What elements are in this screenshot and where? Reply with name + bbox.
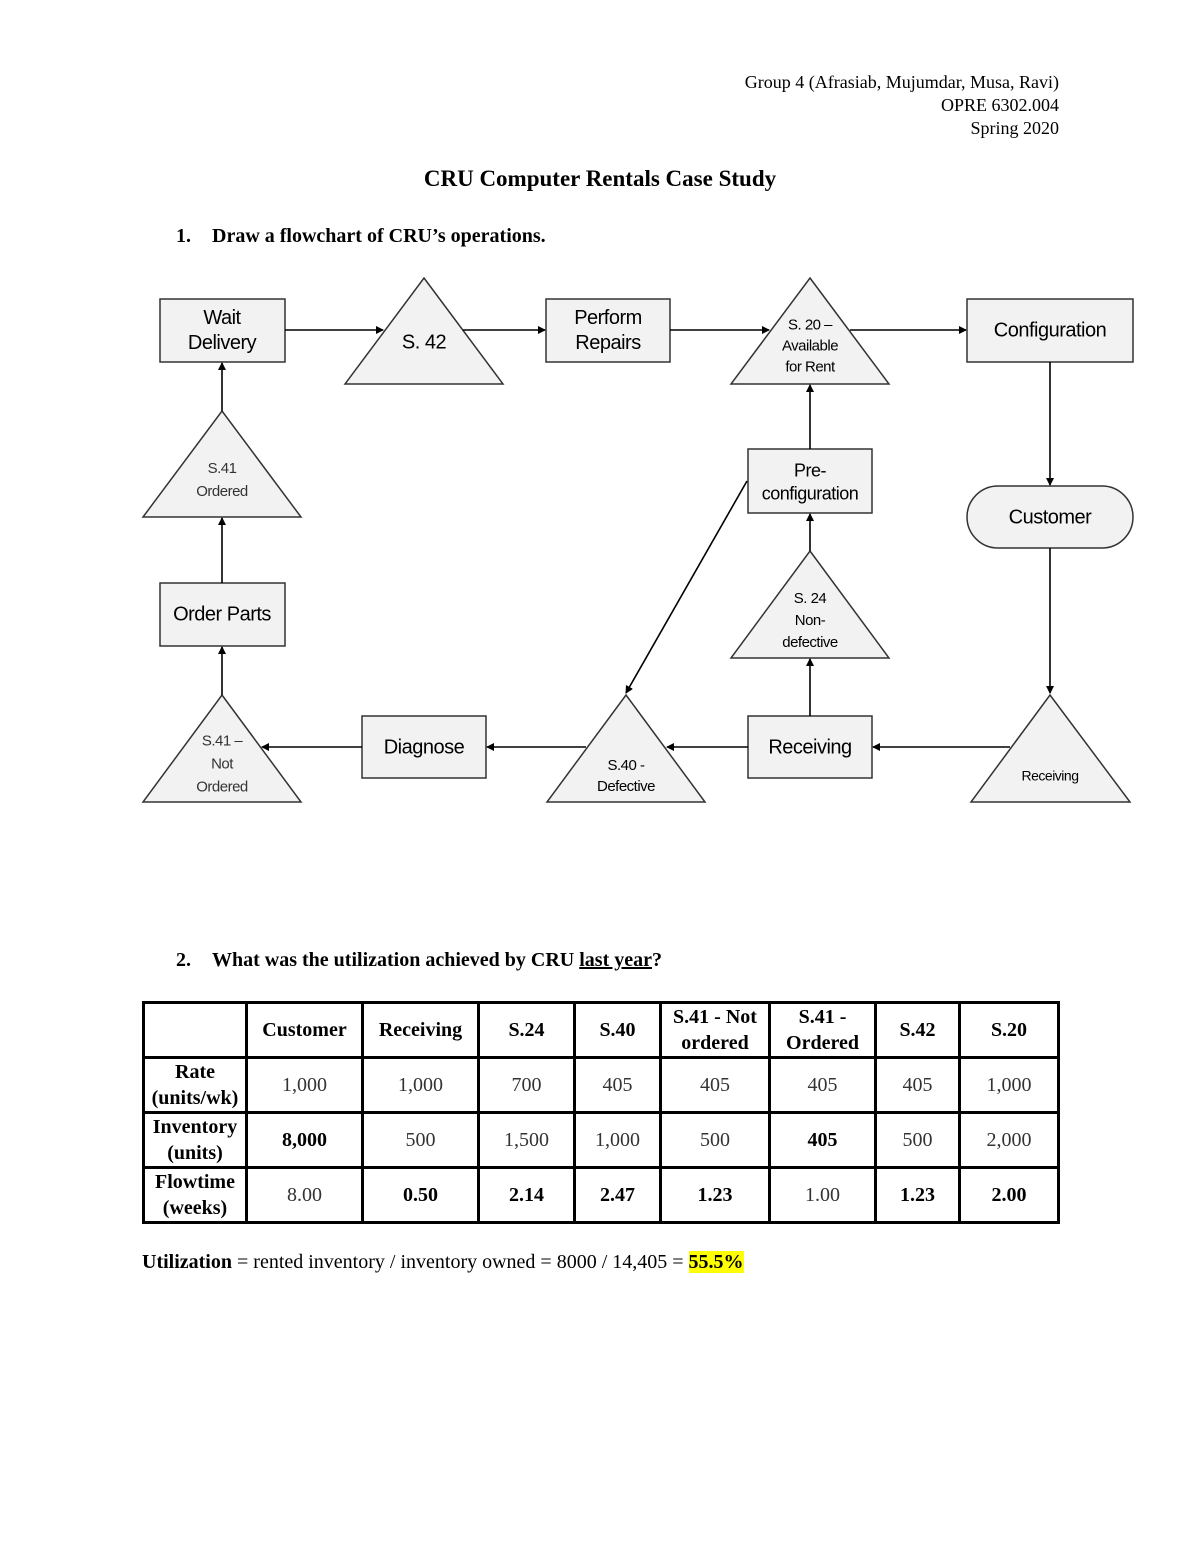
column-header [142, 1001, 248, 1059]
s42-label: S. 42 [401, 331, 447, 354]
configuration-box [966, 298, 1134, 363]
configuration-label: Configuration [993, 319, 1107, 342]
column-header: S.20 [958, 1001, 1060, 1059]
s40-label: S.40 -Defective [596, 757, 656, 795]
table-header-row: Customer Receiving S.24 S.40 S.41 - Not … [142, 1001, 1060, 1059]
table-cell: 1,000 [958, 1056, 1060, 1114]
page-title: CRU Computer Rentals Case Study [423, 166, 777, 191]
utilization-table: Customer Receiving S.24 S.40 S.41 - Not … [142, 1001, 1060, 1224]
question-number: 1. [176, 225, 191, 247]
row-header: Flowtime (weeks) [142, 1166, 248, 1224]
table-cell: 1,000 [361, 1056, 480, 1114]
table-cell: 500 [361, 1111, 480, 1169]
column-header: S.42 [874, 1001, 961, 1059]
s40-triangle [545, 693, 707, 803]
table-cell: 1.23 [659, 1166, 771, 1224]
table-row: Rate (units/wk) 1,000 1,000 700 405 405 … [142, 1056, 1060, 1114]
utilization-result: 55.5% [688, 1251, 744, 1273]
receiving-label: Receiving [768, 736, 852, 759]
table-cell: 2.14 [477, 1166, 576, 1224]
order-parts-label: Order Parts [173, 603, 271, 626]
column-header: S.41 - Not ordered [659, 1001, 771, 1059]
preconfiguration-label: Pre-configuration [761, 460, 859, 504]
question-2: 2. What was the utilization achieved by C… [176, 949, 662, 971]
table-cell: 8.00 [245, 1166, 364, 1224]
table-cell: 1.23 [874, 1166, 961, 1224]
table-cell: 1,500 [477, 1111, 576, 1169]
column-header: Customer [245, 1001, 364, 1059]
table-cell: 1.00 [768, 1166, 877, 1224]
question-number: 2. [176, 949, 191, 971]
utilization-label: Utilization [142, 1251, 232, 1273]
table-row: Inventory (units) 8,000 500 1,500 1,000 … [142, 1111, 1060, 1169]
table-cell: 500 [874, 1111, 961, 1169]
question-text: What was the utilization achieved by CRU [212, 949, 580, 971]
row-header: Inventory (units) [142, 1111, 248, 1169]
utilization-formula: = rented inventory / inventory owned = 8… [232, 1251, 689, 1273]
table-cell: 1,000 [245, 1056, 364, 1114]
header-course: OPRE 6302.004 [940, 95, 1059, 115]
arrow [625, 480, 748, 694]
table-cell: 2.00 [958, 1166, 1060, 1224]
question-text: Draw a flowchart of CRU’s operations. [212, 225, 546, 247]
table-cell: 2.47 [573, 1166, 662, 1224]
table-cell: 405 [659, 1056, 771, 1114]
table-cell: 405 [768, 1111, 877, 1169]
row-header: Rate (units/wk) [142, 1056, 248, 1114]
table-cell: 8,000 [245, 1111, 364, 1169]
perform-repairs-box [545, 298, 671, 363]
table-cell: 500 [659, 1111, 771, 1169]
table-cell: 1,000 [573, 1111, 662, 1169]
column-header: S.41 - Ordered [768, 1001, 877, 1059]
table-cell: 2,000 [958, 1111, 1060, 1169]
column-header: S.40 [573, 1001, 662, 1059]
table-cell: 405 [768, 1056, 877, 1114]
preconfiguration-box [747, 448, 873, 514]
table-cell: 405 [874, 1056, 961, 1114]
header-group: Group 4 (Afrasiab, Mujumdar, Musa, Ravi) [744, 72, 1059, 92]
order-parts-box [159, 582, 286, 647]
receiving-buffer-triangle [969, 693, 1132, 803]
utilization-line: Utilization = rented inventory / invento… [142, 1251, 744, 1274]
column-header: S.24 [477, 1001, 576, 1059]
s42-triangle [343, 276, 505, 385]
header-term: Spring 2020 [970, 118, 1059, 138]
table-cell: 405 [573, 1056, 662, 1114]
table-row: Flowtime (weeks) 8.00 0.50 2.14 2.47 1.2… [142, 1166, 1060, 1224]
underlined-text: last year [579, 949, 652, 971]
receiving-buffer-label: Receiving [1021, 767, 1079, 784]
table-cell: 0.50 [361, 1166, 480, 1224]
diagnose-label: Diagnose [383, 736, 465, 759]
wait-delivery-box [159, 298, 286, 363]
column-header: Receiving [361, 1001, 480, 1059]
flowchart [141, 276, 1134, 803]
customer-label: Customer [1008, 506, 1092, 529]
table-cell: 700 [477, 1056, 576, 1114]
question-1: 1. Draw a flowchart of CRU’s operations. [176, 225, 546, 248]
